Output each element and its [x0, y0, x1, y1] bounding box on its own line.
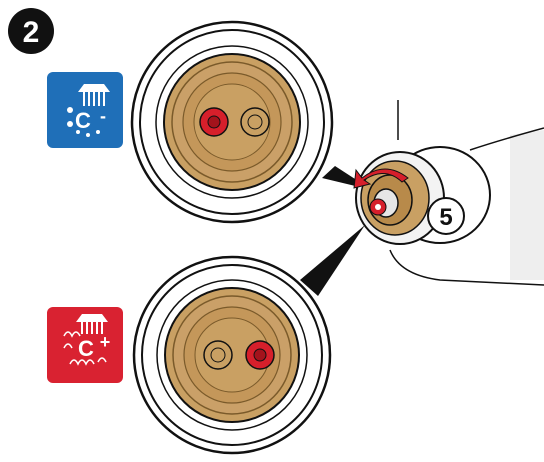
shower-hot-icon — [63, 314, 108, 366]
hot-badge: C + — [47, 307, 123, 383]
turns-label: 5 — [439, 204, 452, 231]
pointer-bottom — [300, 225, 365, 296]
outlet-hole-hot — [203, 340, 233, 370]
cold-sign: - — [100, 106, 106, 126]
step-number: 2 — [23, 16, 40, 49]
rotate-arrow-icon — [353, 168, 409, 189]
hot-sign: + — [100, 332, 111, 352]
cartridge-detail: 5 — [353, 146, 491, 245]
shower-cold-icon — [67, 84, 110, 137]
fixture-body — [389, 100, 544, 286]
cold-letter: C — [75, 108, 91, 133]
cold-badge: C - — [47, 72, 123, 148]
hot-letter: C — [78, 336, 94, 361]
step-badge: 2 — [8, 8, 54, 54]
magnifier-hot — [132, 255, 332, 455]
magnifier-cold — [130, 20, 334, 224]
outlet-hole-cold — [240, 107, 270, 137]
